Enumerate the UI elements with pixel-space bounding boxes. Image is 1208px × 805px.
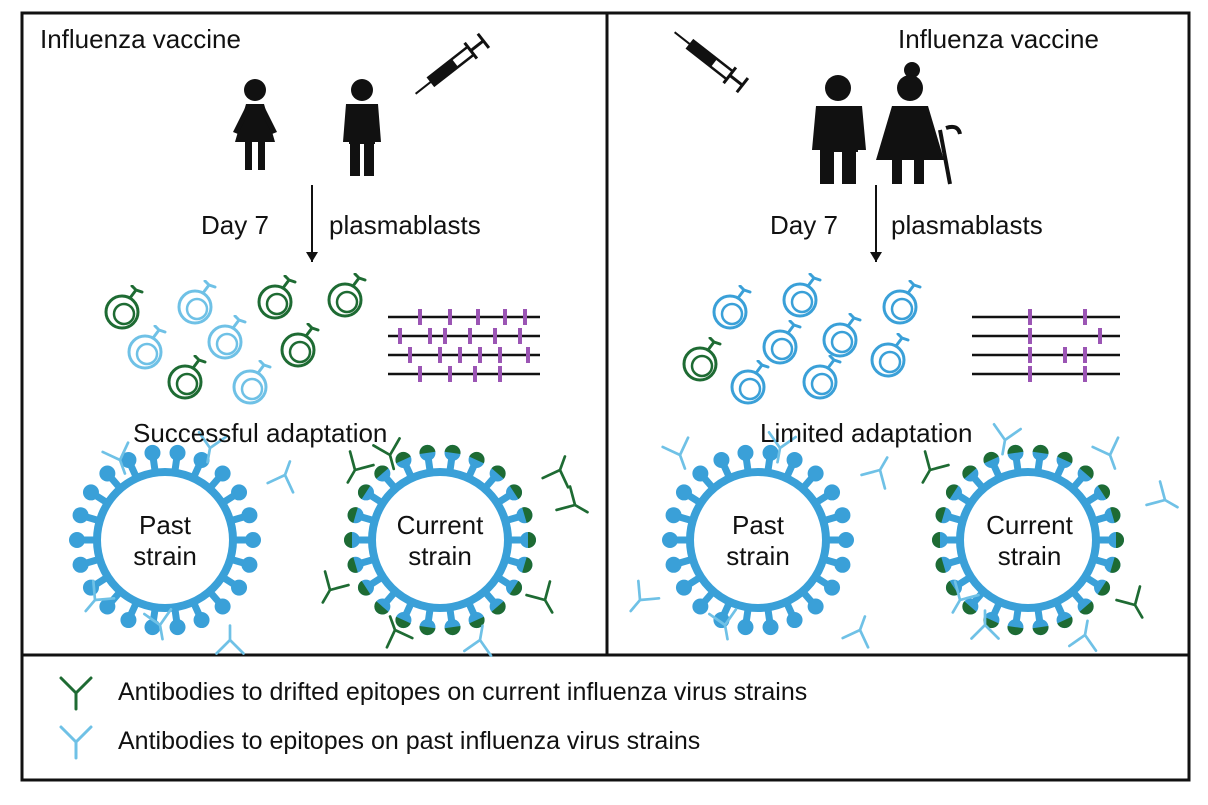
right-plasmablast-cell <box>782 273 822 318</box>
legend-drifted-text: Antibodies to drifted epitopes on curren… <box>118 678 808 706</box>
left-past-line2: strain <box>133 541 197 571</box>
right-plasmablast-label: plasmablasts <box>891 210 1043 240</box>
antibody-icon <box>860 449 901 490</box>
antibody-icon <box>463 622 498 657</box>
left-plasmablast-cell <box>177 280 217 325</box>
left-outcome-label: Successful adaptation <box>133 418 388 448</box>
antibody-icon <box>661 436 699 475</box>
left-plasmablast-label: plasmablasts <box>329 210 481 240</box>
right-current-virus <box>932 444 1124 636</box>
legend-past-text: Antibodies to epitopes on past influenza… <box>118 727 701 755</box>
left-day-label: Day 7 <box>201 210 269 240</box>
right-current-strain-label: Current strain <box>972 510 1087 572</box>
right-outcome-label: Limited adaptation <box>760 418 973 448</box>
left-syringe-icon <box>414 32 491 95</box>
left-current-virus <box>344 444 536 636</box>
left-plasmablast-cell <box>280 323 320 368</box>
left-vaccine-label: Influenza vaccine <box>40 24 241 54</box>
right-plasmablast-cell <box>802 355 842 400</box>
left-current-strain-label: Current strain <box>385 510 495 572</box>
right-past-strain-label: Past strain <box>703 510 813 572</box>
left-plasmablast-cell <box>167 355 207 400</box>
right-plasmablast-cell <box>870 333 910 378</box>
left-down-arrow <box>306 185 318 262</box>
antibody-icon <box>1068 617 1103 652</box>
right-plasmablast-cell <box>682 337 722 382</box>
left-current-line2: strain <box>408 541 472 571</box>
right-syringe-icon <box>673 31 750 94</box>
antibody-icon <box>309 570 350 611</box>
right-current-line2: strain <box>997 541 1062 571</box>
right-mutation-lines <box>972 309 1120 382</box>
antibody-icon <box>619 579 661 622</box>
antibody-icon <box>1091 436 1129 475</box>
left-past-line1: Past <box>138 510 192 540</box>
left-plasmablast-cell <box>207 315 247 360</box>
left-past-virus <box>69 444 261 636</box>
left-past-strain-label: Past strain <box>110 510 220 572</box>
right-vaccine-label: Influenza vaccine <box>898 24 1099 54</box>
legend-blue-antibody-icon <box>59 725 93 760</box>
right-plasmablast-cell <box>712 285 752 330</box>
right-down-arrow <box>870 185 882 262</box>
antibody-icon <box>841 610 879 649</box>
left-plasmablast-cell <box>257 275 297 320</box>
woman-icon <box>233 79 277 170</box>
right-plasmablast-cell <box>762 320 802 365</box>
right-day-label: Day 7 <box>770 210 838 240</box>
antibody-icon <box>555 485 596 526</box>
left-plasmablast-cell <box>104 285 144 330</box>
left-current-line1: Current <box>396 510 484 540</box>
right-plasmablast-cell <box>882 280 922 325</box>
right-past-virus <box>662 444 854 636</box>
legend-green-antibody-icon <box>59 676 93 711</box>
left-plasmablast-cell <box>127 325 167 370</box>
right-past-line2: strain <box>726 541 790 571</box>
antibody-icon <box>334 450 375 491</box>
antibody-icon <box>215 624 245 655</box>
right-plasmablast-cell <box>822 313 862 358</box>
right-past-line1: Past <box>731 510 785 540</box>
antibody-icon <box>266 455 304 494</box>
antibody-icon <box>525 580 566 621</box>
left-plasmablast-cell <box>327 273 367 318</box>
elderly-couple-icon <box>812 62 962 185</box>
right-current-line1: Current <box>986 510 1073 540</box>
antibody-icon <box>1115 585 1156 626</box>
antibody-icon <box>1145 480 1186 521</box>
left-plasmablast-cell <box>232 360 272 405</box>
right-plasmablast-cell <box>730 360 770 405</box>
man-icon <box>343 79 381 176</box>
antibody-icon <box>909 450 950 491</box>
left-mutation-lines <box>388 309 540 382</box>
antibody-icon <box>541 450 579 489</box>
